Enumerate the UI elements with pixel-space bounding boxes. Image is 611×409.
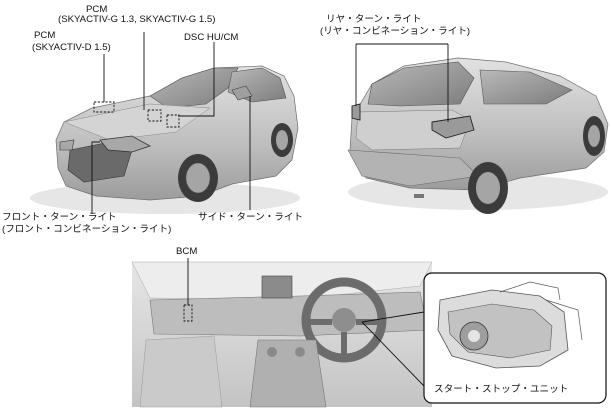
bcm-label: BCM bbox=[176, 246, 198, 257]
dsc-hu-cm-label: DSC HU/CM bbox=[184, 32, 239, 43]
start-stop-inset bbox=[423, 272, 607, 404]
rear-car-illustration bbox=[347, 57, 609, 214]
pcm-diesel-subtitle: (SKYACTIV-D 1.5) bbox=[32, 42, 111, 53]
start-stop-unit-label: スタート・ストップ・ユニット bbox=[434, 384, 569, 395]
rear-turn-light-sublabel: (リヤ・コンビネーション・ライト) bbox=[320, 26, 471, 37]
pcm-diesel-title: PCM bbox=[34, 30, 56, 41]
interior-illustration bbox=[131, 261, 433, 408]
leader-lines bbox=[91, 32, 449, 387]
pcm-gasoline-title: PCM bbox=[86, 4, 108, 15]
front-car-illustration bbox=[30, 65, 300, 214]
front-turn-light-sublabel: (フロント・コンビネーション・ライト) bbox=[2, 224, 172, 235]
side-turn-light-label: サイド・ターン・ライト bbox=[198, 212, 304, 223]
rear-turn-light-label: リヤ・ターン・ライト bbox=[326, 14, 422, 25]
pcm-gasoline-subtitle: (SKYACTIV-G 1.3, SKYACTIV-G 1.5) bbox=[58, 14, 216, 25]
front-turn-light-label: フロント・ターン・ライト bbox=[2, 212, 117, 223]
